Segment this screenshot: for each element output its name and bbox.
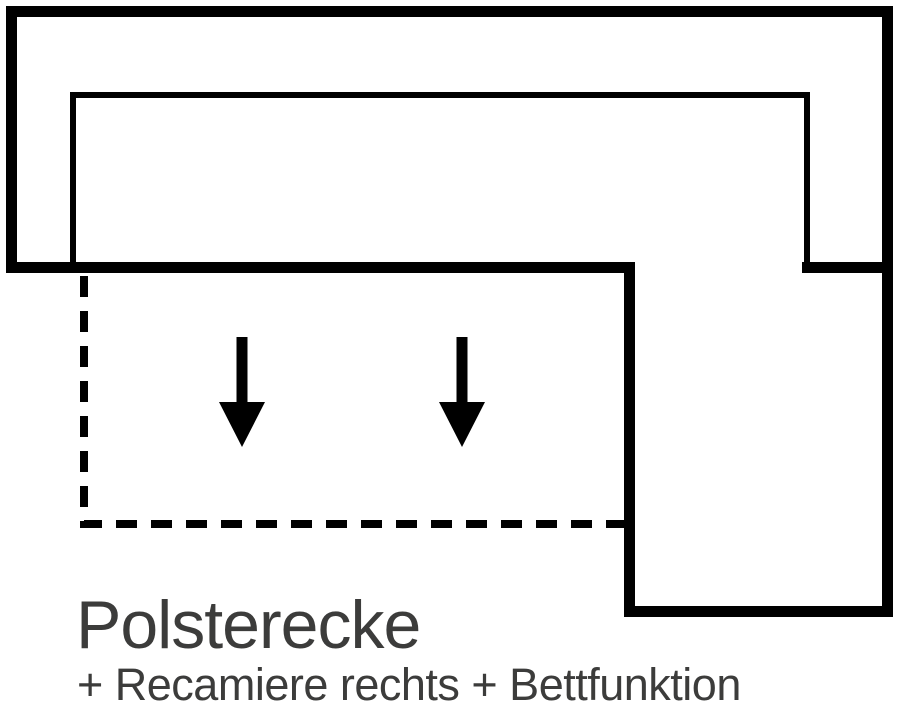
arrow-down-icon [439, 337, 485, 447]
product-subtitle: + Recamiere rechts + Bettfunktion [77, 659, 741, 705]
backrest-inner-line [70, 92, 810, 267]
bed-function-dashed-outline [80, 276, 633, 528]
product-title: Polsterecke [76, 587, 421, 663]
sofa-outline [6, 6, 893, 617]
arrow-down-icon [219, 337, 265, 447]
